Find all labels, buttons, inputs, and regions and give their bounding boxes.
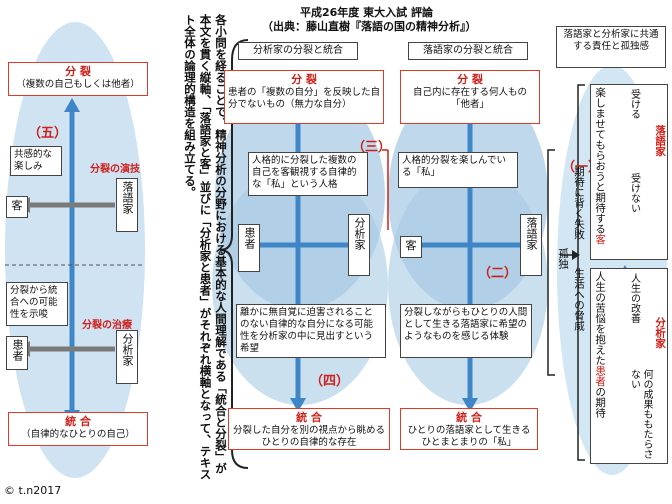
right-kyaku: 客 — [400, 236, 422, 258]
right-bottom-label-box: 統 合 ひとりの落語家として生きるひとまとまりの「私」 — [400, 408, 538, 450]
split-performance-label: 分裂の演技 — [90, 164, 140, 175]
summary-vertical-text: 各小問を経ることで、精神分析の分野における基本的な人間理解である「統合と分裂」が… — [182, 14, 228, 480]
right-top-text: 自己内に存在する何人もの「他者」 — [412, 86, 527, 110]
middle-top-box: 分 裂 患者の「複数の自分」を反映した自分でないもの（無力な自分） — [224, 70, 384, 124]
num4: （四） — [310, 374, 350, 389]
header-title: 平成26年度 東大入試 評論 — [300, 6, 433, 19]
num2: （二） — [478, 266, 518, 281]
accept: 受ける — [628, 89, 640, 119]
header-source: （出典：藤山直樹『落語の国の精神分析』） — [262, 20, 477, 33]
left-bottom-label: 統 合 — [65, 415, 91, 428]
no-result: 何の成果ももたらさない — [628, 369, 653, 459]
left-bottom-box: 統 合 （自律的なひとりの自己） — [8, 412, 148, 446]
middle-header: 分析家の分裂と統合 — [238, 42, 358, 60]
rakugo-expect-box: 楽しませてもらおうと期待する客 受ける 受けない 落語家 — [590, 84, 668, 260]
rakugoka-side: 落語家 — [654, 125, 667, 157]
life-expect: 人生の苦悩を抱えた患者の期待 — [594, 271, 607, 418]
right-top-label: 分 裂 — [457, 73, 483, 86]
middle-kanja: 患者 — [238, 224, 260, 272]
num3: （三） — [352, 140, 392, 155]
middle-bottom-box: 離かに無自覚に迫害されることのない自律的な自分になる可能性を分析家の中に見出すと… — [236, 304, 386, 358]
right-bottom-sub: ひとりの落語家として生きるひとまとまりの「私」 — [407, 424, 531, 448]
split-cure-label: 分裂の治療 — [82, 320, 132, 331]
left-bottom-sub: （自律的なひとりの自己） — [21, 428, 135, 440]
right-top-box: 分 裂 自己内に存在する何人もの「他者」 — [400, 70, 540, 124]
right-rakugoka: 落語家 — [520, 214, 542, 276]
life-expect-box: 人生の苦悩を抱えた患者の期待 人生の改善 何の成果ももたらさない 分析家 — [590, 268, 668, 464]
not-accept: 受けない — [628, 173, 640, 213]
left-top-label: 分 裂 — [65, 65, 91, 78]
copyright: © t.n2017 — [4, 484, 62, 497]
right-bottom-label: 統 合 — [456, 411, 482, 424]
split-unify-box: 分裂から統合への可能性を示唆 — [6, 282, 68, 326]
left-kanja: 患者 — [6, 336, 28, 370]
left-ellipse — [5, 22, 145, 478]
left-top-box: 分 裂 （複数の自己もしくは他者） — [8, 62, 148, 96]
kodoku: 孤独 — [557, 248, 569, 269]
bunsekika-side: 分析家 — [654, 317, 667, 349]
expect-fail: 期待に背く失敗 — [573, 166, 585, 240]
life-threat: 生活への脅威 — [573, 268, 585, 331]
right-header: 落語家の分裂と統合 — [408, 42, 528, 60]
left-top-sub: （複数の自己もしくは他者） — [16, 78, 140, 90]
far-right-header: 落語家と分析家に共通する責任と孤独感 — [556, 26, 666, 68]
kyokan-box: 共感的な楽しみ — [10, 146, 62, 176]
middle-bunsekika: 分析家 — [348, 214, 370, 276]
right-bottom-box: 分裂しながらもひとりの人間として生きる落語家に希望のようなものを感じる体験 — [400, 304, 532, 358]
left-rakugoka: 落語家 — [116, 178, 138, 232]
left-bunsekika: 分析家 — [116, 330, 138, 384]
middle-top-text: 患者の「複数の自分」を反映した自分でないもの（無力な自分） — [228, 86, 381, 110]
improve: 人生の改善 — [628, 273, 640, 323]
middle-top-label: 分 裂 — [291, 73, 317, 86]
left-num5: （五） — [28, 126, 68, 141]
left-kyaku: 客 — [6, 196, 28, 218]
rakugo-expect: 楽しませてもらおうと期待する客 — [594, 87, 607, 245]
middle-bottom-sub: 分裂した自分を別の視点から眺めるひとりの自律的な存在 — [232, 424, 385, 448]
right-inner-box: 人格的分裂を楽しんでいる「私」 — [398, 152, 518, 188]
middle-bottom-label-box: 統 合 分裂した自分を別の視点から眺めるひとりの自律的な存在 — [228, 408, 390, 450]
middle-inner-box: 人格的に分裂した複数の自己を客観視する自律的な「私」という人格 — [248, 152, 368, 196]
middle-bottom-label: 統 合 — [296, 411, 322, 424]
